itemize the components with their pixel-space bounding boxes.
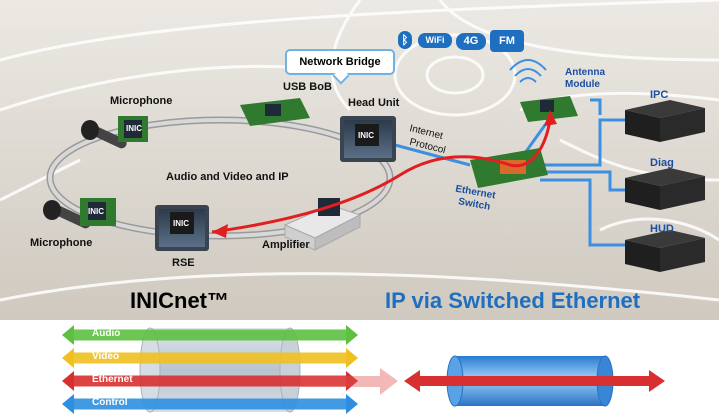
title-ip-switched-ethernet: IP via Switched Ethernet [385,288,641,313]
hud-box [625,230,705,272]
inicnet-cable [150,328,290,412]
cable-label-video: Video [92,351,120,362]
4g-badge: 4G [456,33,486,50]
title-inicnet: INICnet™ [130,288,229,313]
inicnet-cable-start [139,327,161,413]
ethernet-transition-arrow [300,368,398,395]
label-module: Module [565,79,600,90]
label-audio-video-ip: Audio and Video and IP [166,171,289,183]
cable-arrow-ethernet [62,371,358,391]
cable-arrow-audio [62,325,358,345]
chip-label-rse: INIC [173,219,189,228]
cable-label-audio: Audio [92,328,121,339]
cable-arrow-video [62,348,358,368]
head-unit-device [340,116,396,162]
cable-arrow-control [62,394,358,414]
ethernet-cable-arrow [404,370,665,392]
chip-label-mic-bottom: INIC [88,207,104,216]
wifi-badge: WiFi [418,33,452,48]
microphone-top [81,116,148,149]
inicnet-ring [48,118,392,238]
label-antenna: Antenna [565,67,605,78]
chip-label-mic-top: INIC [126,124,142,133]
network-bridge-callout: Network Bridge [285,49,395,75]
label-hud: HUD [650,223,674,235]
microphone-bottom [43,198,116,229]
label-rse: RSE [172,257,195,269]
chip-label-head-unit: INIC [358,131,374,140]
label-microphone-top: Microphone [110,95,173,107]
cable-label-control: Control [92,397,128,408]
antenna-module-board [509,59,578,122]
ipc-box [625,100,705,142]
label-head-unit: Head Unit [348,97,400,109]
label-usb-bob: USB BoB [283,81,332,93]
inicnet-cable-end [279,327,301,413]
label-ipc: IPC [650,89,669,101]
usb-bob-board [240,98,310,126]
signal-arrow-antenna [544,110,557,126]
label-microphone-bottom: Microphone [30,237,93,249]
cable-label-ethernet: Ethernet [92,374,133,385]
rse-device [155,205,209,251]
signal-arrow-rse [212,224,228,238]
diag-box [625,168,705,210]
bluetooth-icon: ᛒ [398,31,412,49]
fm-badge: FM [490,30,524,52]
label-diag: Diag [650,157,674,169]
car-outline-sketch [0,0,719,300]
signal-path [211,119,552,234]
label-amplifier: Amplifier [262,239,310,251]
cable-signal-arrows [62,325,358,414]
